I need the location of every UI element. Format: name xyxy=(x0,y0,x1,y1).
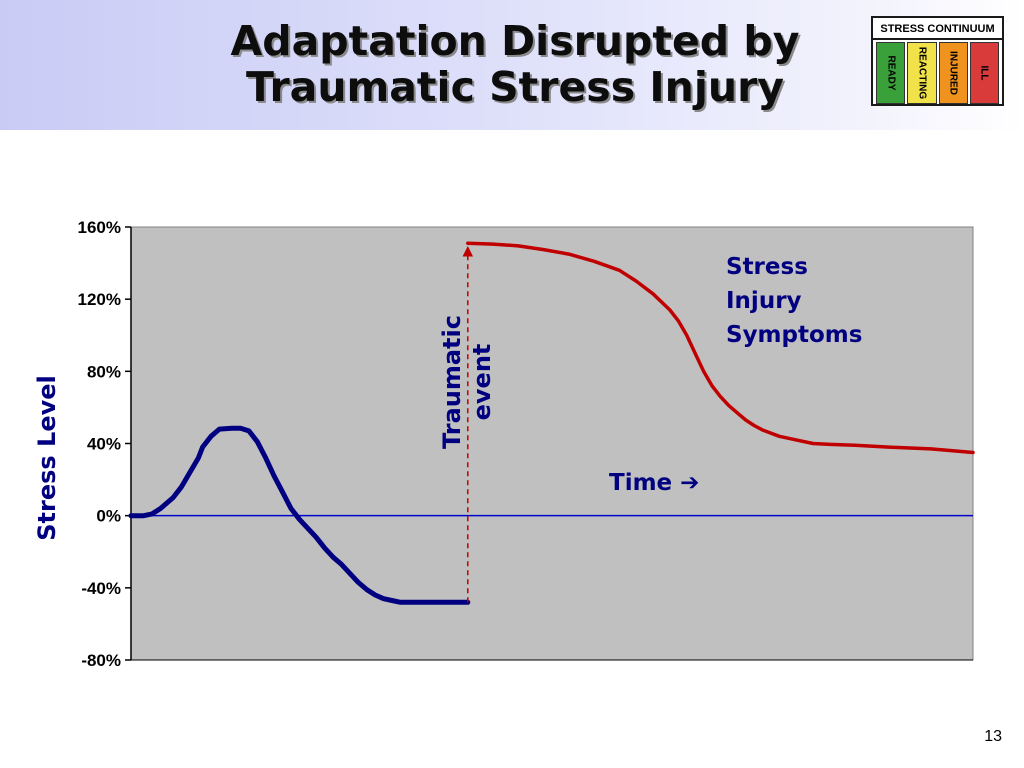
stress-injury-symptoms-label: Stress Injury Symptoms xyxy=(726,250,862,352)
y-tick-label: -40% xyxy=(81,579,121,598)
zone-reacting: REACTING xyxy=(907,42,937,104)
y-tick-label: 40% xyxy=(87,435,121,454)
page-number: 13 xyxy=(984,728,1002,745)
traumatic-event-label: Traumatic event xyxy=(437,315,497,449)
slide-title-line1: Adaptation Disrupted by xyxy=(230,17,800,65)
traumatic-event-line1: Traumatic xyxy=(438,315,466,449)
symptoms-line1: Stress xyxy=(726,254,808,280)
adaptation-stress-line xyxy=(128,425,471,605)
traumatic-event-line2: event xyxy=(468,343,496,421)
stress-injury-line xyxy=(466,241,975,455)
y-tick-label: 160% xyxy=(78,218,121,237)
slide-title-line2: Traumatic Stress Injury xyxy=(245,63,785,111)
y-tick-label: -80% xyxy=(81,651,121,670)
stress-continuum-zones: READY REACTING INJURED ILL xyxy=(875,42,1000,104)
symptoms-line3: Symptoms xyxy=(726,322,863,348)
slide-title: Adaptation Disrupted by Traumatic Stress… xyxy=(150,18,880,110)
symptoms-line2: Injury xyxy=(726,288,802,314)
y-tick-label: 80% xyxy=(87,362,121,381)
stress-continuum-legend: STRESS CONTINUUM READY REACTING INJURED … xyxy=(871,16,1004,106)
header-band xyxy=(0,0,1024,130)
stress-continuum-title: STRESS CONTINUUM xyxy=(873,18,1002,40)
time-arrow-label: Time ➔ xyxy=(609,470,700,496)
zone-ready: READY xyxy=(876,42,906,104)
y-tick-label: 0% xyxy=(96,507,121,526)
y-axis-label: Stress Level xyxy=(33,375,61,541)
zone-ill: ILL xyxy=(969,42,999,104)
zone-injured: INJURED xyxy=(938,42,968,104)
y-tick-label: 120% xyxy=(78,290,121,309)
